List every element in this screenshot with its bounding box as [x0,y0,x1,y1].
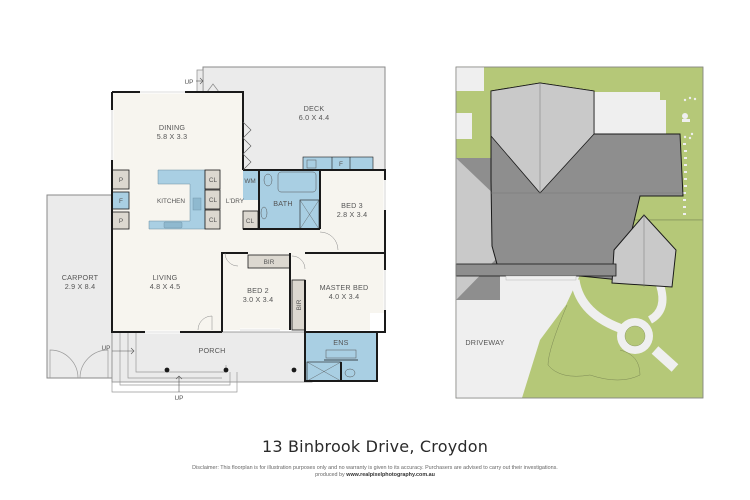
stairs-up-label: UP [185,79,194,86]
svg-text:5.8 X 3.3: 5.8 X 3.3 [157,132,188,141]
room-bed2: BED 2 [247,286,269,295]
site-plan [455,66,704,399]
svg-text:4.0 X 3.4: 4.0 X 3.4 [329,292,360,301]
room-ensuite: ENS [333,338,348,347]
room-deck: DECK [304,104,325,113]
svg-text:3.0 X 3.4: 3.0 X 3.4 [243,295,274,304]
room-porch: PORCH [199,346,226,355]
washing-machine-label: WM [244,178,255,185]
room-living: LIVING [153,273,178,282]
driveway-label: DRIVEWAY [465,338,504,347]
svg-text:2.9 X 8.4: 2.9 X 8.4 [65,282,96,291]
porch-area [111,331,313,383]
closet-label: CL [209,177,218,184]
closet-label: CL [209,197,218,204]
bir-label: BIR [264,259,275,266]
fridge-label: F [119,198,123,205]
stairs-up-label: UP [175,395,184,402]
room-laundry: L'DRY [226,198,245,205]
room-bath: BATH [273,199,292,208]
carport-area [46,194,113,379]
pantry-label: P [119,218,123,225]
fridge-label: F [339,161,343,168]
svg-text:6.0 X 4.4: 6.0 X 4.4 [299,113,330,122]
svg-text:2.8 X 3.4: 2.8 X 3.4 [337,210,368,219]
photographer-link[interactable]: www.realpixelphotography.com.au [346,472,435,478]
closet-label: CL [246,218,255,225]
stairs-up-label: UP [102,345,111,352]
room-bed3: BED 3 [341,201,363,210]
closet-label: CL [209,217,218,224]
room-master-bed: MASTER BED [320,283,369,292]
property-address-title: 13 Binbrook Drive, Croydon [261,437,489,456]
room-carport: CARPORT [62,273,99,282]
bir-label: BIR [296,299,303,310]
room-dining: DINING [159,123,186,132]
disclaimer-text: Disclaimer: This floorplan is for illust… [192,465,558,471]
room-kitchen: KITCHEN [157,198,185,205]
pantry-label: P [119,177,123,184]
disclaimer-credit: produced by www.realpixelphotography.com… [315,472,435,478]
svg-text:4.8 X 4.5: 4.8 X 4.5 [150,282,181,291]
